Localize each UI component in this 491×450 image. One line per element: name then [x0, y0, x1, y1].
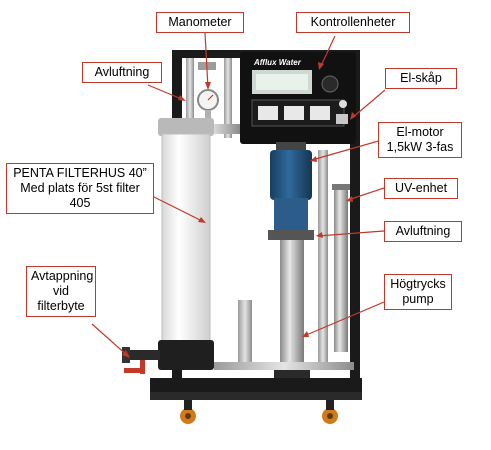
arrow-penta	[149, 194, 205, 223]
label-manometer-text: Manometer	[168, 15, 232, 29]
label-penta-filterhus: PENTA FILTERHUS 40” Med plats för 5st fi…	[6, 163, 154, 214]
arrow-avluftning-top	[147, 84, 185, 101]
label-penta-line1: PENTA FILTERHUS 40”	[13, 166, 147, 180]
label-kontrollenheter: Kontrollenheter	[296, 12, 410, 33]
label-penta-line3: 405	[69, 196, 91, 210]
arrow-heads	[122, 62, 356, 358]
arrow-kontrollenheter	[319, 35, 336, 69]
label-avtappning-line2: vid	[53, 284, 69, 298]
arrow-avluftning-mid	[317, 230, 385, 237]
arrow-hogtrycks	[303, 301, 385, 337]
control-panel: Afflux Water	[240, 52, 356, 144]
filter-housing	[158, 118, 214, 370]
label-el-skap-text: El-skåp	[400, 71, 442, 85]
arrow-manometer	[204, 32, 209, 89]
pump-assembly	[268, 142, 314, 378]
arrow-uv-enhet	[347, 187, 385, 201]
label-hogtrycks-line2: pump	[402, 292, 434, 306]
arrow-el-skap	[351, 89, 386, 119]
panel-brand: Afflux Water	[253, 58, 302, 67]
arrow-el-motor	[311, 139, 383, 161]
label-manometer: Manometer	[156, 12, 244, 33]
drain-valve	[122, 347, 160, 374]
label-avluftning-top-text: Avluftning	[94, 65, 150, 79]
label-uv-enhet: UV-enhet	[384, 178, 458, 199]
label-hogtrycks-pump: Högtrycks pump	[384, 274, 452, 310]
label-avluftning-mid-text: Avluftning	[395, 224, 451, 238]
label-avtappning-line1: Avtappning	[31, 269, 94, 283]
label-el-motor-line1: El-motor	[396, 125, 444, 139]
wheels	[180, 400, 338, 424]
label-hogtrycks-line1: Högtrycks	[390, 277, 446, 291]
membrane-tubes	[238, 150, 328, 370]
label-el-skap: El-skåp	[385, 68, 457, 89]
arrow-avtappning	[91, 323, 129, 357]
label-kontrollenheter-text: Kontrollenheter	[310, 15, 396, 29]
label-avluftning-top: Avluftning	[82, 62, 162, 83]
leader-arrows	[91, 32, 386, 357]
bottom-piping	[214, 362, 354, 370]
uv-unit	[332, 184, 350, 352]
label-el-motor-line2: 1,5kW 3-fas	[386, 140, 454, 154]
label-avtappning: Avtappning vid filterbyte	[26, 266, 96, 317]
label-uv-enhet-text: UV-enhet	[394, 181, 448, 195]
label-avluftning-mid: Avluftning	[384, 221, 462, 242]
label-avtappning-line3: filterbyte	[37, 299, 85, 313]
label-el-motor: El-motor 1,5kW 3-fas	[378, 122, 462, 158]
label-penta-line2: Med plats för 5st filter	[20, 181, 140, 195]
